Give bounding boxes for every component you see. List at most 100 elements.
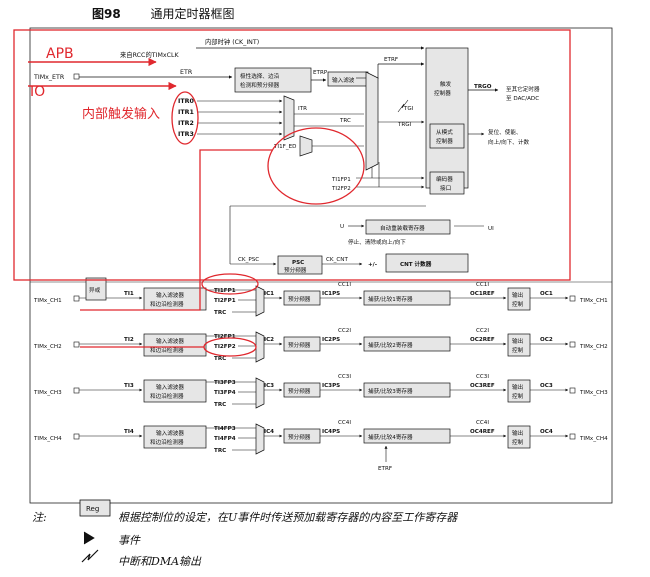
auto-reload-register xyxy=(365,219,451,235)
ch1-ocref-label: OC1REF xyxy=(470,291,495,297)
trgi-mux xyxy=(365,71,379,171)
psc-block xyxy=(277,255,323,275)
ch2-oc-label: OC2 xyxy=(540,337,553,343)
annotation-ti1fp1-ring xyxy=(201,273,259,295)
ch3-oc-label: OC3 xyxy=(540,383,553,389)
trigger-controller-block xyxy=(425,47,469,189)
plus-minus-label: +/- xyxy=(368,262,378,268)
ch2-ti-label: TI2 xyxy=(124,337,134,343)
ch1-output-control xyxy=(507,287,531,311)
ch4-cci-out-label: CC4I xyxy=(476,420,489,426)
ch2-mux xyxy=(255,331,265,363)
ch4-ti-label: TI4 xyxy=(124,429,134,435)
ch4-input-pin xyxy=(73,433,80,440)
ch1-input-pin-label: TIMx_CH1 xyxy=(33,298,62,304)
trgi-label: TRGI xyxy=(397,122,412,128)
etr-label: ETR xyxy=(180,69,193,76)
ch4-output-pin-label: TIMx_CH4 xyxy=(579,436,608,442)
diagram-frame xyxy=(29,27,613,504)
ch2-output-text-2: 控制 xyxy=(512,346,524,354)
ch3-filter-block xyxy=(143,379,207,403)
slave-desc-2: 向上/向下、计数 xyxy=(488,138,529,146)
ch1-ti-label: TI1 xyxy=(124,291,134,297)
ch2-output-control xyxy=(507,333,531,357)
ch3-output-control xyxy=(507,379,531,403)
ch1-output-text-2: 控制 xyxy=(512,300,524,308)
ch4-oc-label: OC4 xyxy=(540,429,553,435)
tgi-label: TGI xyxy=(403,106,414,112)
encoder-text-2: 接口 xyxy=(440,184,451,192)
ch1-filter-text-1: 输入滤波器 xyxy=(156,291,184,299)
ch2-ic-label: IC2 xyxy=(264,337,274,343)
ch1-output-pin-label: TIMx_CH1 xyxy=(579,298,608,304)
ch2-input-pin xyxy=(73,341,80,348)
ch4-filter-block xyxy=(143,425,207,449)
trc-upper-label: TRC xyxy=(339,118,351,124)
etrp-label: ETRP xyxy=(313,70,328,76)
ch1-icps-label: IC1PS xyxy=(322,291,340,297)
ch4-ic-label: IC4 xyxy=(264,429,274,435)
ch3-fp-b-label: TI3FP4 xyxy=(214,390,236,396)
ck-psc-label: CK_PSC xyxy=(238,257,259,263)
annotation-internal-trigger: 内部触发输入 xyxy=(82,106,160,122)
ch3-icps-label: IC3PS xyxy=(322,383,340,389)
event-icon xyxy=(83,531,95,545)
timx-etr-pin-label: TIMx_ETR xyxy=(33,74,65,81)
ch3-ti-label: TI3 xyxy=(124,383,134,389)
from-rcc-label: 来自RCC的TIMxCLK xyxy=(120,50,180,59)
ch4-input-pin-label: TIMx_CH4 xyxy=(33,436,62,442)
trgo-dest-2: 至 DAC/ADC xyxy=(506,95,539,102)
ch1-prescaler-text: 预分频器 xyxy=(288,295,311,303)
ch4-fp-b-label: TI4FP4 xyxy=(214,436,236,442)
legend-event: 事件 xyxy=(118,534,140,547)
ch2-capture-text: 捕获/比较2寄存器 xyxy=(368,341,413,349)
ch2-input-pin-label: TIMx_CH2 xyxy=(33,344,62,350)
ch1-capture-text: 捕获/比较1寄存器 xyxy=(368,295,413,303)
figure-header: 图98 通用定时器框图 xyxy=(92,5,235,22)
ch3-output-text-1: 输出 xyxy=(512,383,523,391)
ch4-prescaler-text: 预分频器 xyxy=(288,433,311,441)
ch4-output-text-1: 输出 xyxy=(512,429,523,437)
ch3-output-pin-label: TIMx_CH3 xyxy=(579,390,608,396)
ch3-output-text-2: 控制 xyxy=(512,392,524,400)
annotation-ti1f-ed-ring xyxy=(267,127,365,205)
ch4-filter-text-2: 和边沿检测器 xyxy=(150,438,184,446)
trigger-ctrl-text-1: 触发 xyxy=(440,80,452,88)
ch4-capture-text: 捕获/比较4寄存器 xyxy=(368,433,413,441)
stop-clear-label: 停止、清除或向上/向下 xyxy=(348,238,406,246)
trgo-label: TRGO xyxy=(474,84,492,90)
upper-ti2fp2-label: TI2FP2 xyxy=(331,186,351,192)
ti1f-ed-gate xyxy=(299,135,313,157)
figure-title: 通用定时器框图 xyxy=(150,7,235,21)
ch2-fp-a-label: TI2FP1 xyxy=(214,334,236,340)
cnt-block xyxy=(385,253,469,273)
annotation-highlight-box xyxy=(13,29,571,281)
ch3-prescaler-text: 预分频器 xyxy=(288,387,311,395)
ch1-mux xyxy=(255,285,265,317)
annotation-apb: APB xyxy=(46,46,74,62)
ch1-ic-label: IC1 xyxy=(264,291,274,297)
ch2-output-pin-label: TIMx_CH2 xyxy=(579,344,608,350)
ch1-input-pin xyxy=(73,295,80,302)
ch1-cci-label: CC1I xyxy=(338,282,351,288)
ch1-output-text-1: 输出 xyxy=(512,291,523,299)
slave-text-2: 控制器 xyxy=(436,137,453,145)
ch4-mux xyxy=(255,423,265,455)
xor-text: 异或 xyxy=(89,286,101,294)
itr1-label: ITR1 xyxy=(178,109,194,116)
ch4-trc-label: TRC xyxy=(214,448,226,454)
ch1-fp-b-label: TI2FP1 xyxy=(214,298,236,304)
polarity-text-2: 检测和预分频器 xyxy=(240,81,280,89)
ar-u-label: U xyxy=(340,224,344,230)
itr-mux xyxy=(283,95,295,141)
ch2-output-text-1: 输出 xyxy=(512,337,523,345)
ch1-cci-out-label: CC1I xyxy=(476,282,489,288)
etr-pin xyxy=(73,73,80,80)
ch2-cci-out-label: CC2I xyxy=(476,328,489,334)
legend-reg-description: 根据控制位的设定，在U事件时传送预加载寄存器的内容至工作寄存器 xyxy=(118,511,458,524)
itr0-label: ITR0 xyxy=(178,98,194,105)
slave-text-1: 从模式 xyxy=(436,128,453,136)
ch3-input-pin-label: TIMx_CH3 xyxy=(33,390,62,396)
ch2-filter-text-1: 输入滤波器 xyxy=(156,337,184,345)
